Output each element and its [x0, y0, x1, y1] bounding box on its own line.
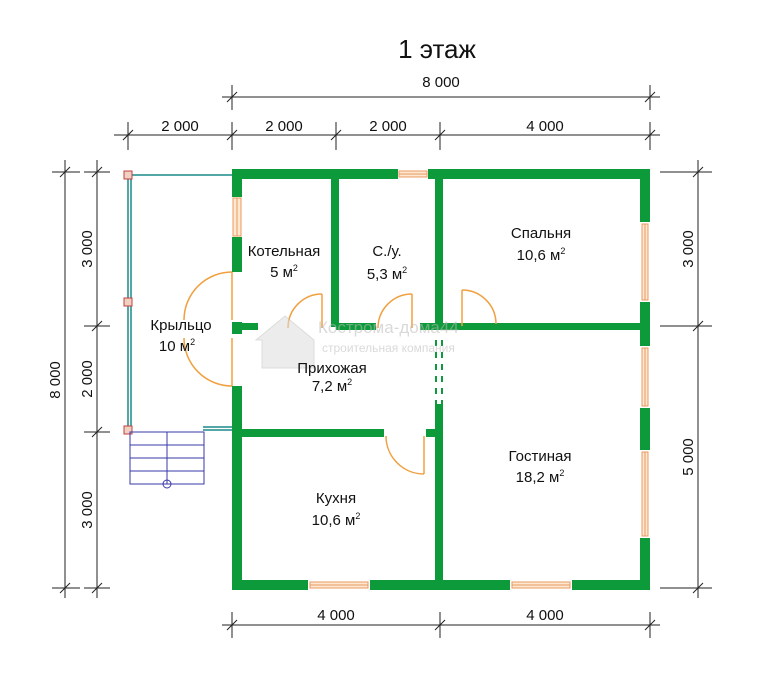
room-kuhnya-area: 10,6 м2 [312, 511, 361, 529]
room-spalnya: Спальня 10,6 м2 [511, 225, 571, 264]
room-spalnya-name: Спальня [511, 225, 571, 242]
room-gostinaya-area: 18,2 м2 [516, 468, 565, 486]
dim-right-seg-1: 3 000 [680, 230, 697, 268]
room-prihozhaya-name: Прихожая [297, 360, 367, 377]
dimension-lines [52, 85, 712, 638]
porch-railing [127, 174, 232, 431]
room-krylco-name: Крыльцо [150, 317, 211, 334]
watermark-line1: Кострома-дома44 [318, 318, 459, 337]
room-su-area: 5,3 м2 [367, 265, 407, 283]
dim-right-seg-2: 5 000 [680, 438, 697, 476]
plan-title: 1 этаж [398, 34, 476, 64]
watermark-line2: строительная компания [322, 341, 455, 355]
room-gostinaya: Гостиная 18,2 м2 [509, 448, 572, 486]
dim-top-seg-3: 2 000 [369, 118, 407, 135]
room-su: С./у. 5,3 м2 [367, 243, 407, 283]
room-krylco-area: 10 м2 [159, 337, 195, 355]
window-mullions [236, 173, 646, 586]
watermark: Кострома-дома44 строительная компания [254, 315, 459, 369]
room-prihozhaya-area: 7,2 м2 [312, 377, 352, 395]
room-prihozhaya: Прихожая 7,2 м2 [297, 360, 367, 395]
room-su-name: С./у. [372, 243, 401, 260]
dim-left-seg-1: 3 000 [79, 230, 96, 268]
house-logo-icon [254, 315, 315, 369]
room-krylco: Крыльцо 10 м2 [150, 317, 211, 355]
room-kotelnaya-area: 5 м2 [270, 263, 298, 281]
room-kuhnya: Кухня 10,6 м2 [312, 490, 361, 529]
room-kuhnya-name: Кухня [316, 490, 356, 507]
dim-left-seg-3: 3 000 [79, 491, 96, 529]
room-kotelnaya-name: Котельная [248, 243, 321, 260]
stairs [129, 431, 205, 489]
door-swings [183, 271, 497, 475]
dim-top-seg-2: 2 000 [265, 118, 303, 135]
dim-top-total: 8 000 [422, 74, 460, 91]
dim-bottom-seg-1: 4 000 [317, 607, 355, 624]
dim-left-total: 8 000 [47, 361, 64, 399]
dim-bottom-seg-2: 4 000 [526, 607, 564, 624]
porch-posts [123, 170, 133, 435]
room-gostinaya-name: Гостиная [509, 448, 572, 465]
dim-left-seg-2: 2 000 [79, 360, 96, 398]
dim-top-seg-1: 2 000 [161, 118, 199, 135]
room-kotelnaya: Котельная 5 м2 [248, 243, 321, 281]
room-spalnya-area: 10,6 м2 [517, 246, 566, 264]
dashed-opening-marks [435, 340, 443, 404]
dim-top-seg-4: 4 000 [526, 118, 564, 135]
